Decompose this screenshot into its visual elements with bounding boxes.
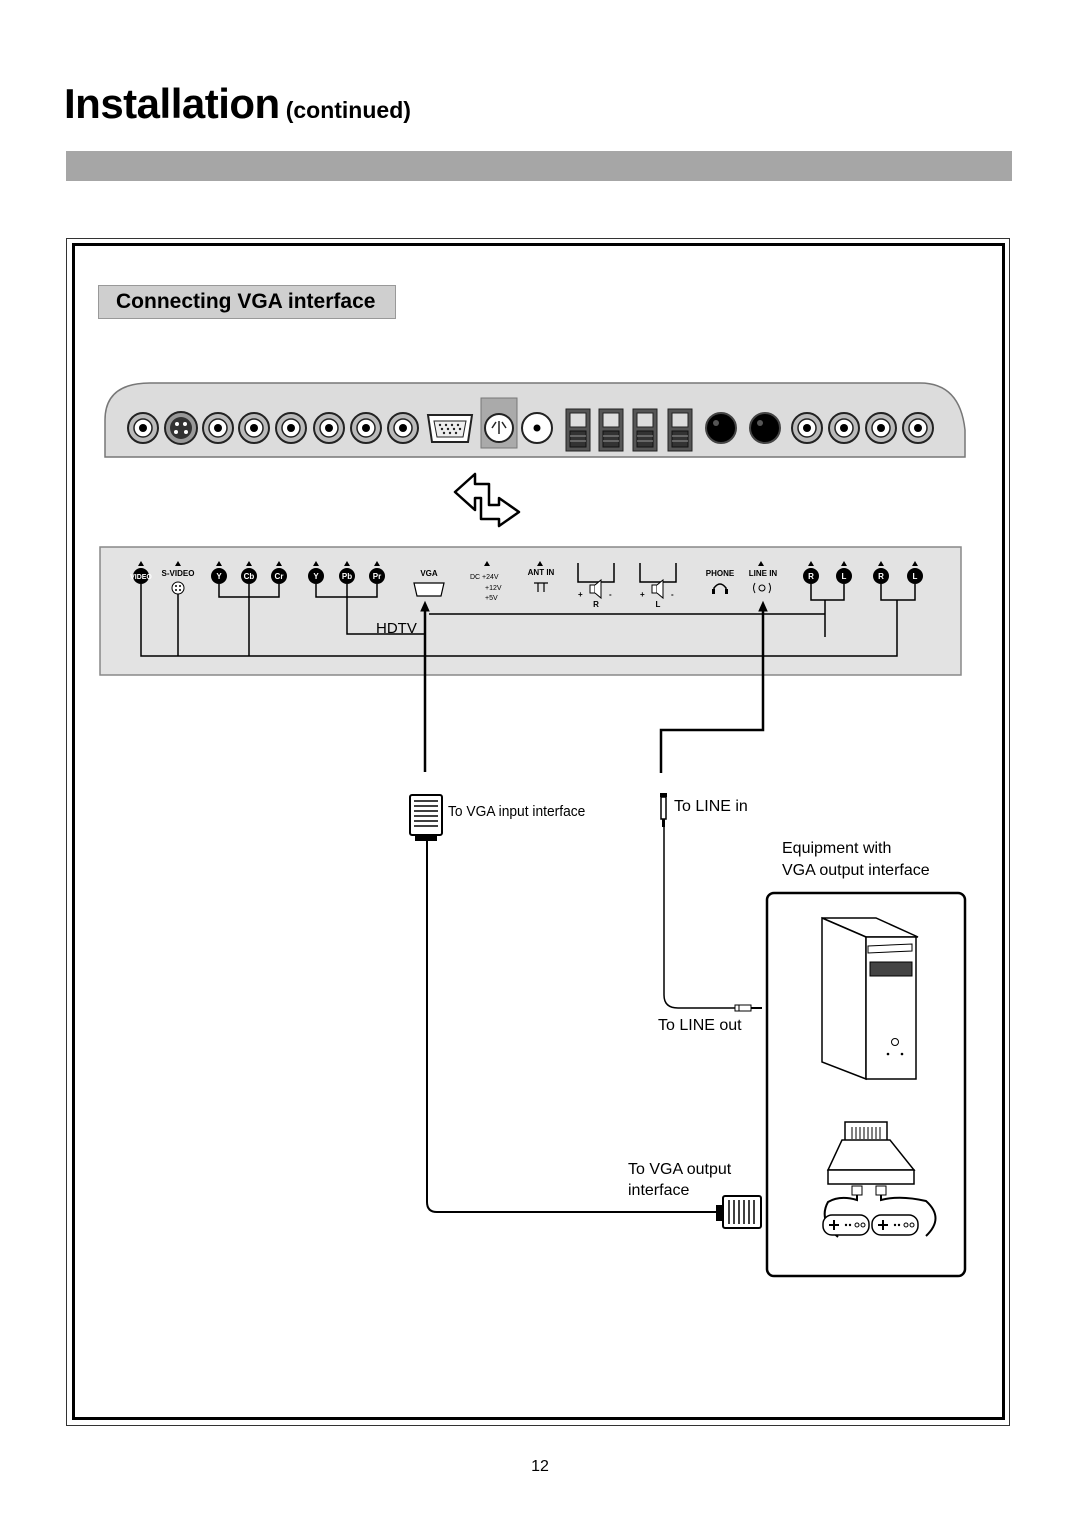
rca-jack-audio-r1 — [791, 412, 823, 444]
label-svideo: S-VIDEO — [162, 569, 195, 578]
label-speaker-r: R — [593, 600, 599, 609]
page-title-main: Installation — [64, 80, 280, 127]
headphone-icon — [712, 583, 728, 594]
label-y2: Y — [313, 572, 319, 581]
label-r-minus: - — [609, 590, 612, 599]
label-audio-r2: R — [878, 572, 884, 581]
vga-port — [426, 414, 474, 443]
label-l-minus: - — [671, 590, 674, 599]
rca-jack-audio-l1 — [828, 412, 860, 444]
label-phone: PHONE — [706, 569, 735, 578]
label-audio-l1: L — [842, 572, 847, 581]
signal-cables — [420, 600, 768, 1213]
speaker-r-icon — [589, 578, 602, 600]
game-console-icon — [822, 1121, 937, 1238]
tv-back-panel — [104, 382, 966, 458]
rca-jack-y — [202, 412, 234, 444]
speaker-l-icon — [651, 578, 664, 600]
label-l-plus: + — [640, 590, 645, 599]
label-cb: Cb — [244, 572, 255, 581]
equipment-label-line2: VGA output interface — [782, 862, 930, 879]
rca-jack-audio-r2 — [865, 412, 897, 444]
label-hdtv: HDTV — [376, 620, 417, 637]
label-line-in: LINE IN — [749, 569, 778, 578]
rca-jack-pb — [350, 412, 382, 444]
speaker-terminal-r-plus — [565, 408, 591, 452]
zoom-arrow-icon — [453, 472, 521, 528]
content-frame-inner — [72, 243, 1005, 1420]
label-audio-l2: L — [913, 572, 918, 581]
page-title: Installation(continued) — [64, 80, 411, 128]
panel-grouping-lines — [140, 584, 916, 657]
to-vga-output-label-line1: To VGA output — [628, 1161, 732, 1178]
to-line-out-label: To LINE out — [658, 1017, 742, 1034]
rca-jack-pr — [387, 412, 419, 444]
audio-plug-top — [660, 793, 667, 827]
label-dc-5v: +5V — [485, 595, 498, 602]
svideo-jack — [164, 411, 198, 445]
audio-plug-bottom — [734, 1004, 762, 1012]
to-line-in-label: To LINE in — [674, 798, 748, 815]
label-dc-12v: +12V — [485, 585, 502, 592]
computer-tower-icon — [821, 916, 919, 1081]
equipment-label-line1: Equipment with — [782, 840, 892, 857]
label-video: VIDEO — [130, 574, 152, 581]
label-y1: Y — [216, 572, 222, 581]
label-r-plus: + — [578, 590, 583, 599]
dc-power-jack — [480, 397, 518, 449]
indicator-arrows — [138, 561, 918, 566]
equipment-box — [765, 891, 967, 1278]
label-pr: Pr — [373, 572, 381, 581]
rca-jack-y-hdtv — [313, 412, 345, 444]
rca-jack-video — [127, 412, 159, 444]
rca-jack-cr — [275, 412, 307, 444]
label-vga: VGA — [420, 569, 438, 578]
label-speaker-l: L — [656, 600, 661, 609]
to-vga-output-label-line2: interface — [628, 1182, 690, 1199]
labeled-terminal-panel: VIDEO S-VIDEO Y Cb Cr Y Pb Pr VGA DC +24… — [99, 546, 962, 676]
line-in-jack — [749, 412, 781, 444]
label-cr: Cr — [275, 572, 284, 581]
speaker-terminal-l-minus — [667, 408, 693, 452]
page-title-suffix: (continued) — [285, 97, 411, 123]
label-audio-r1: R — [808, 572, 814, 581]
audio-wave-icon — [753, 582, 771, 594]
vga-plug-top — [409, 794, 443, 841]
label-ant-in: ANT IN — [528, 568, 555, 577]
vga-plug-bottom — [716, 1195, 762, 1229]
rca-jack-audio-l2 — [902, 412, 934, 444]
speaker-terminal-r-minus — [598, 408, 624, 452]
speaker-terminal-l-plus — [632, 408, 658, 452]
label-pb: Pb — [342, 572, 352, 581]
section-heading: Connecting VGA interface — [98, 285, 396, 319]
label-dc-24v: DC +24V — [470, 574, 499, 581]
phone-jack — [705, 412, 737, 444]
page-number: 12 — [531, 1458, 549, 1475]
content-frame-outer — [66, 238, 1010, 1426]
antenna-jack — [521, 412, 553, 444]
rca-jack-cb — [238, 412, 270, 444]
to-vga-input-label: To VGA input interface — [448, 803, 586, 820]
title-underline-bar — [66, 151, 1012, 181]
